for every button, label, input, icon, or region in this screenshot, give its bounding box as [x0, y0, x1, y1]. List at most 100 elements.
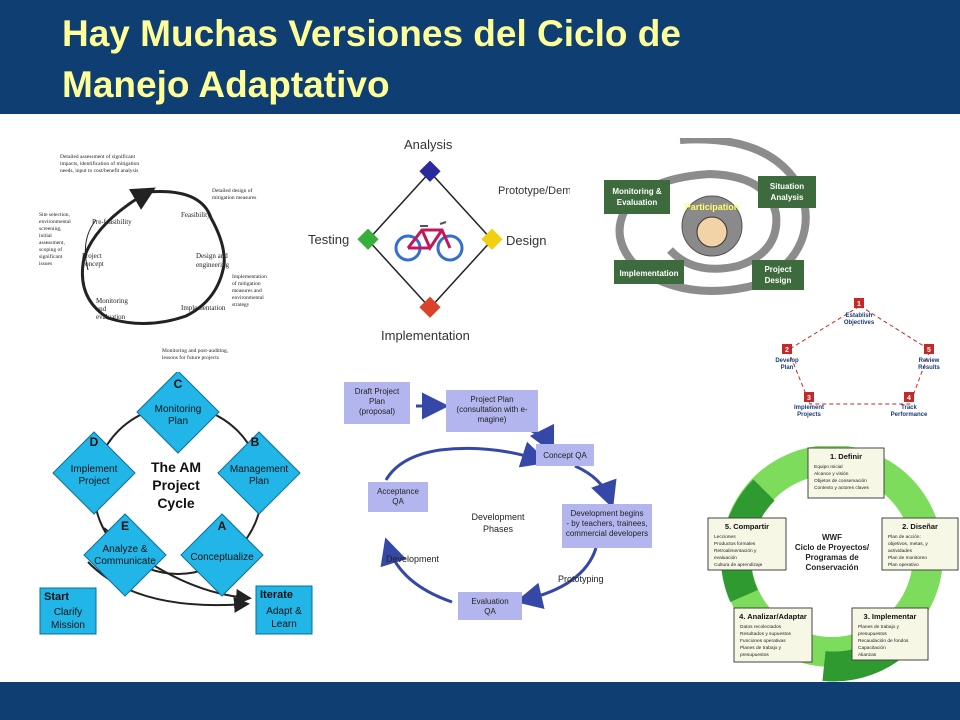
box-concept-label: Concept QA: [543, 451, 587, 460]
compartir-item-3: Retroalimentación y: [714, 548, 757, 554]
step-2-line-2: Plan: [781, 365, 794, 371]
box-situation-analysis: [758, 176, 816, 208]
box-eval-line-2: QA: [484, 607, 496, 616]
implementar-item-5: Alianzas: [858, 652, 877, 658]
analizar-item-5: presupuestos: [740, 652, 769, 658]
note-5-line-3: screening,: [39, 226, 62, 232]
face-icon: [696, 216, 728, 248]
box-implementar: 3. Implementar Planes de trabajo y presu…: [851, 607, 929, 661]
bicycle-icon: [394, 221, 464, 262]
box-definir: 1. Definir Equipo Inicial Alcance y visi…: [807, 447, 885, 499]
step-4-marker: [904, 392, 914, 402]
node-monitoring: Monitoring: [96, 297, 128, 305]
title-line-2: Manejo Adaptativo: [62, 64, 390, 105]
step-3-marker: [804, 392, 814, 402]
compartir-item-2: Productos formales: [714, 541, 756, 547]
start-head: Start: [44, 591, 69, 603]
note-connector: [84, 219, 97, 271]
participation-spiral-diagram: Participation Monitoring & Evaluation Si…: [600, 135, 824, 296]
box-plan-line-3: magine): [478, 415, 507, 424]
node-c-line-1: Monitoring: [155, 404, 202, 415]
label-testing: Testing: [308, 232, 349, 247]
definir-title: 1. Definir: [830, 452, 862, 461]
implementar-item-4: Capacitación: [858, 645, 886, 651]
step-5-line-1: Review: [919, 358, 940, 364]
disenar-item-3: actividades: [888, 548, 913, 554]
box-project-design: [752, 260, 804, 290]
label-design: Design: [506, 233, 546, 248]
box-draft-line-2: Plan: [369, 397, 385, 406]
box-project-line-2: Design: [765, 276, 792, 285]
label-implementation: Implementation: [381, 328, 470, 343]
box-accept-line-2: QA: [392, 497, 404, 506]
participation-label: Participation: [685, 202, 740, 212]
node-c: C Monitoring Plan: [136, 370, 220, 454]
cycle-loop: [80, 187, 226, 326]
box-monitoring-line-1: Monitoring &: [612, 187, 662, 196]
note-5-line-4: initial: [39, 233, 52, 239]
center-line-2: Ciclo de Proyectos/: [795, 543, 870, 552]
note-4-line-1: Monitoring and post-auditing,: [162, 348, 229, 354]
note-5-line-5: assessment,: [39, 240, 65, 246]
node-d-line-2: Project: [78, 476, 109, 487]
compartir-title: 5. Compartir: [725, 522, 769, 531]
note-2-line-2: mitigation measures: [212, 195, 256, 201]
arrow-5: [380, 537, 453, 604]
node-pre-feasibility: Pre-feasibility: [92, 218, 132, 226]
implementar-item-2: presupuestos: [858, 631, 887, 637]
wwf-cycle-diagram: WWF Ciclo de Proyectos/ Programas de Con…: [704, 445, 960, 682]
pentagon-outline: [787, 305, 931, 405]
center-line-4: Conservación: [806, 563, 859, 572]
implementar-title: 3. Implementar: [864, 612, 917, 621]
iterate-box: [255, 585, 313, 635]
participation-spiral-svg: Participation Monitoring & Evaluation Si…: [604, 135, 816, 295]
box-disenar: 2. Diseñar Plan de acción: objetivos, me…: [881, 517, 959, 571]
node-e-letter: E: [121, 519, 129, 533]
node-feasibility: Feasibility: [181, 211, 211, 219]
note-5-line-6: scoping of: [39, 246, 62, 253]
box-implementation-label: Implementation: [619, 269, 678, 278]
node-c-letter: C: [174, 377, 183, 391]
arrow-6: [384, 441, 549, 481]
definir-item-2: Alcance y visión: [814, 471, 849, 477]
node-d-letter: D: [90, 435, 99, 449]
step-1-marker: [854, 298, 864, 308]
implementar-item-3: Recaudación de fondos: [858, 638, 909, 644]
box-accept-line-1: Acceptance: [377, 487, 419, 496]
project-cycle-svg: Pre-feasibility Feasibility Design and e…: [39, 153, 267, 361]
iterate-head: Iterate: [260, 589, 293, 601]
label-prototyping: Prototyping: [558, 574, 604, 584]
label-development: Development: [386, 554, 440, 564]
design-diamond-diagram: Analysis Prototype/Demo Design Implement…: [302, 130, 577, 348]
box-eval-line-1: Evaluation: [471, 597, 508, 606]
disenar-item-5: Plan operativo: [888, 562, 919, 568]
note-3-line-4: environmental: [232, 295, 264, 301]
arrow-4: [515, 547, 598, 610]
am-project-cycle-diagram: C Monitoring Plan D Implement Project B …: [36, 370, 326, 640]
node-implementation: Implementation: [181, 304, 226, 312]
box-plan-line-2: (consultation with e-: [456, 405, 527, 414]
node-concept: concept: [82, 260, 104, 268]
start-line-1: Clarify: [54, 607, 82, 618]
title-line-1: Hay Muchas Versiones del Ciclo de: [62, 13, 681, 54]
step-3-line-2: Projects: [797, 412, 821, 418]
step-1-line-1: Establish: [846, 313, 873, 319]
center-line-3: Programas de: [805, 553, 859, 562]
center-line-1: Development: [471, 512, 525, 522]
step-1-num: 1: [857, 301, 861, 308]
start-line-2: Mission: [51, 620, 85, 631]
step-5-num: 5: [927, 347, 931, 354]
step-4-line-1: Track: [901, 405, 917, 411]
step-2-line-1: Develop: [775, 358, 799, 364]
note-4-line-2: lessons for future projects: [162, 354, 219, 361]
compartir-item-4: evaluación: [714, 555, 737, 561]
disenar-item-1: Plan de acción:: [888, 534, 921, 540]
step-4-line-2: Performance: [891, 412, 928, 418]
box-evaluation-qa: [458, 592, 522, 620]
box-concept-qa: [536, 444, 594, 466]
node-engineering: engineering: [196, 261, 230, 269]
analizar-item-4: Planes de trabajo y: [740, 645, 782, 651]
box-compartir: 5. Compartir Lecciones Productos formale…: [707, 517, 787, 571]
box-dev-line-2: - by teachers, trainees,: [566, 519, 647, 528]
box-plan-line-1: Project Plan: [470, 395, 513, 404]
